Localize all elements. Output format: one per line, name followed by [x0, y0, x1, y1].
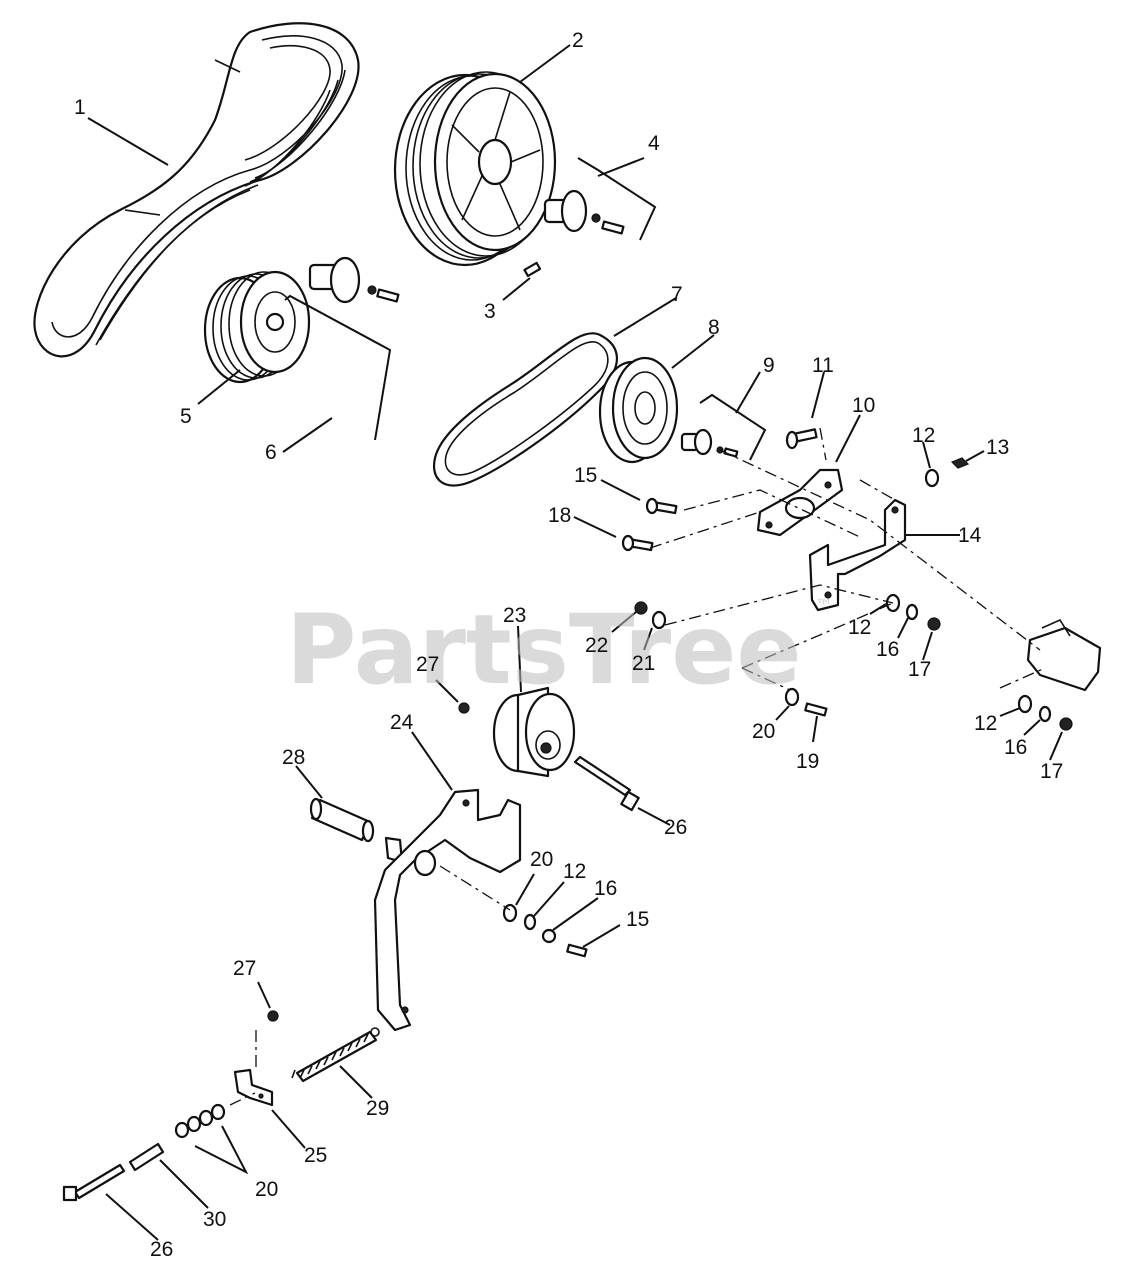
callout-28[interactable]: 28	[282, 746, 305, 769]
part-2-large-pulley[interactable]	[393, 71, 557, 267]
part-10-bracket[interactable]	[756, 468, 844, 537]
part-25-anchor-bracket[interactable]	[233, 1068, 274, 1107]
part-24-idler-arm[interactable]	[373, 788, 522, 1032]
callout-10[interactable]: 10	[852, 394, 875, 417]
callout-22[interactable]: 22	[585, 634, 608, 657]
callout-26-bottom[interactable]: 26	[150, 1238, 173, 1261]
callout-27-bottom[interactable]: 27	[233, 957, 256, 980]
part-30-pin[interactable]	[128, 1142, 165, 1172]
part-14-support-plate[interactable]	[808, 498, 907, 612]
callout-16-arm[interactable]: 16	[594, 877, 617, 900]
pivot-hardware[interactable]	[502, 903, 588, 958]
part-28-spacer[interactable]	[309, 797, 404, 864]
leader-lines	[87, 44, 1063, 1241]
callout-6[interactable]: 6	[265, 441, 277, 464]
callout-19[interactable]: 19	[796, 750, 819, 773]
part-6-hub-kit[interactable]	[308, 256, 400, 304]
watermark-text: PartsTree	[286, 594, 801, 706]
part-29-tension-spring[interactable]	[291, 1027, 380, 1083]
callout-15-arm[interactable]: 15	[626, 908, 649, 931]
callout-5[interactable]: 5	[180, 405, 192, 428]
callout-23[interactable]: 23	[503, 604, 526, 627]
callout-7[interactable]: 7	[671, 283, 683, 306]
callout-14[interactable]: 14	[958, 524, 982, 547]
callout-16-right[interactable]: 16	[1004, 736, 1027, 759]
callout-20-arm[interactable]: 20	[530, 848, 553, 871]
callout-20-right[interactable]: 20	[752, 720, 775, 743]
callout-24[interactable]: 24	[390, 711, 414, 734]
callout-2[interactable]: 2	[572, 29, 584, 52]
callout-12-mid[interactable]: 12	[848, 616, 871, 639]
callout-8[interactable]: 8	[708, 316, 720, 339]
callout-labels: 1 2 3 4 5 6 7 8 9 10 11 12 13 14 15 18 2…	[74, 29, 1063, 1261]
callout-18[interactable]: 18	[548, 504, 571, 527]
callout-29[interactable]: 29	[366, 1097, 389, 1120]
callout-20-bottom[interactable]: 20	[255, 1178, 278, 1201]
callout-16-mid[interactable]: 16	[876, 638, 899, 661]
callout-27-top[interactable]: 27	[416, 653, 439, 676]
callout-3[interactable]: 3	[484, 300, 496, 323]
washer-stack[interactable]	[174, 1103, 226, 1139]
assembly-lines	[229, 427, 1046, 1106]
callout-15-top[interactable]: 15	[574, 464, 597, 487]
callout-13[interactable]: 13	[986, 436, 1009, 459]
callout-12-right[interactable]: 12	[974, 712, 997, 735]
callout-25[interactable]: 25	[304, 1144, 327, 1167]
part-23-idler-pulley[interactable]	[492, 686, 576, 778]
callout-26-mid[interactable]: 26	[664, 816, 687, 839]
part-5-small-pulley[interactable]	[203, 270, 311, 384]
callout-1[interactable]: 1	[74, 96, 86, 119]
hardware-group[interactable]	[267, 457, 1073, 1022]
part-3-set-screw[interactable]	[523, 261, 542, 278]
part-11-bolt[interactable]	[785, 428, 818, 450]
callout-11[interactable]: 11	[812, 354, 834, 377]
watermark-trademark: ™	[815, 596, 833, 617]
engine-shaft-reference	[1026, 618, 1102, 692]
callout-17-mid[interactable]: 17	[908, 658, 931, 681]
callout-21[interactable]: 21	[632, 652, 655, 675]
part-7-v-belt[interactable]	[432, 332, 618, 487]
callout-30[interactable]: 30	[203, 1208, 226, 1231]
part-1-drive-belt[interactable]	[33, 22, 360, 358]
part-9-hub-kit[interactable]	[680, 428, 739, 458]
callout-12-top[interactable]: 12	[912, 424, 935, 447]
callout-12-arm[interactable]: 12	[563, 860, 586, 883]
callout-4[interactable]: 4	[648, 132, 660, 155]
part-8-pulley[interactable]	[598, 356, 679, 464]
part-26-bolt-lower[interactable]	[62, 1163, 126, 1202]
callout-17-right[interactable]: 17	[1040, 760, 1063, 783]
callout-9[interactable]: 9	[763, 354, 775, 377]
part-26-long-bolt[interactable]	[573, 755, 640, 812]
part-4-hub-kit[interactable]	[543, 189, 625, 235]
